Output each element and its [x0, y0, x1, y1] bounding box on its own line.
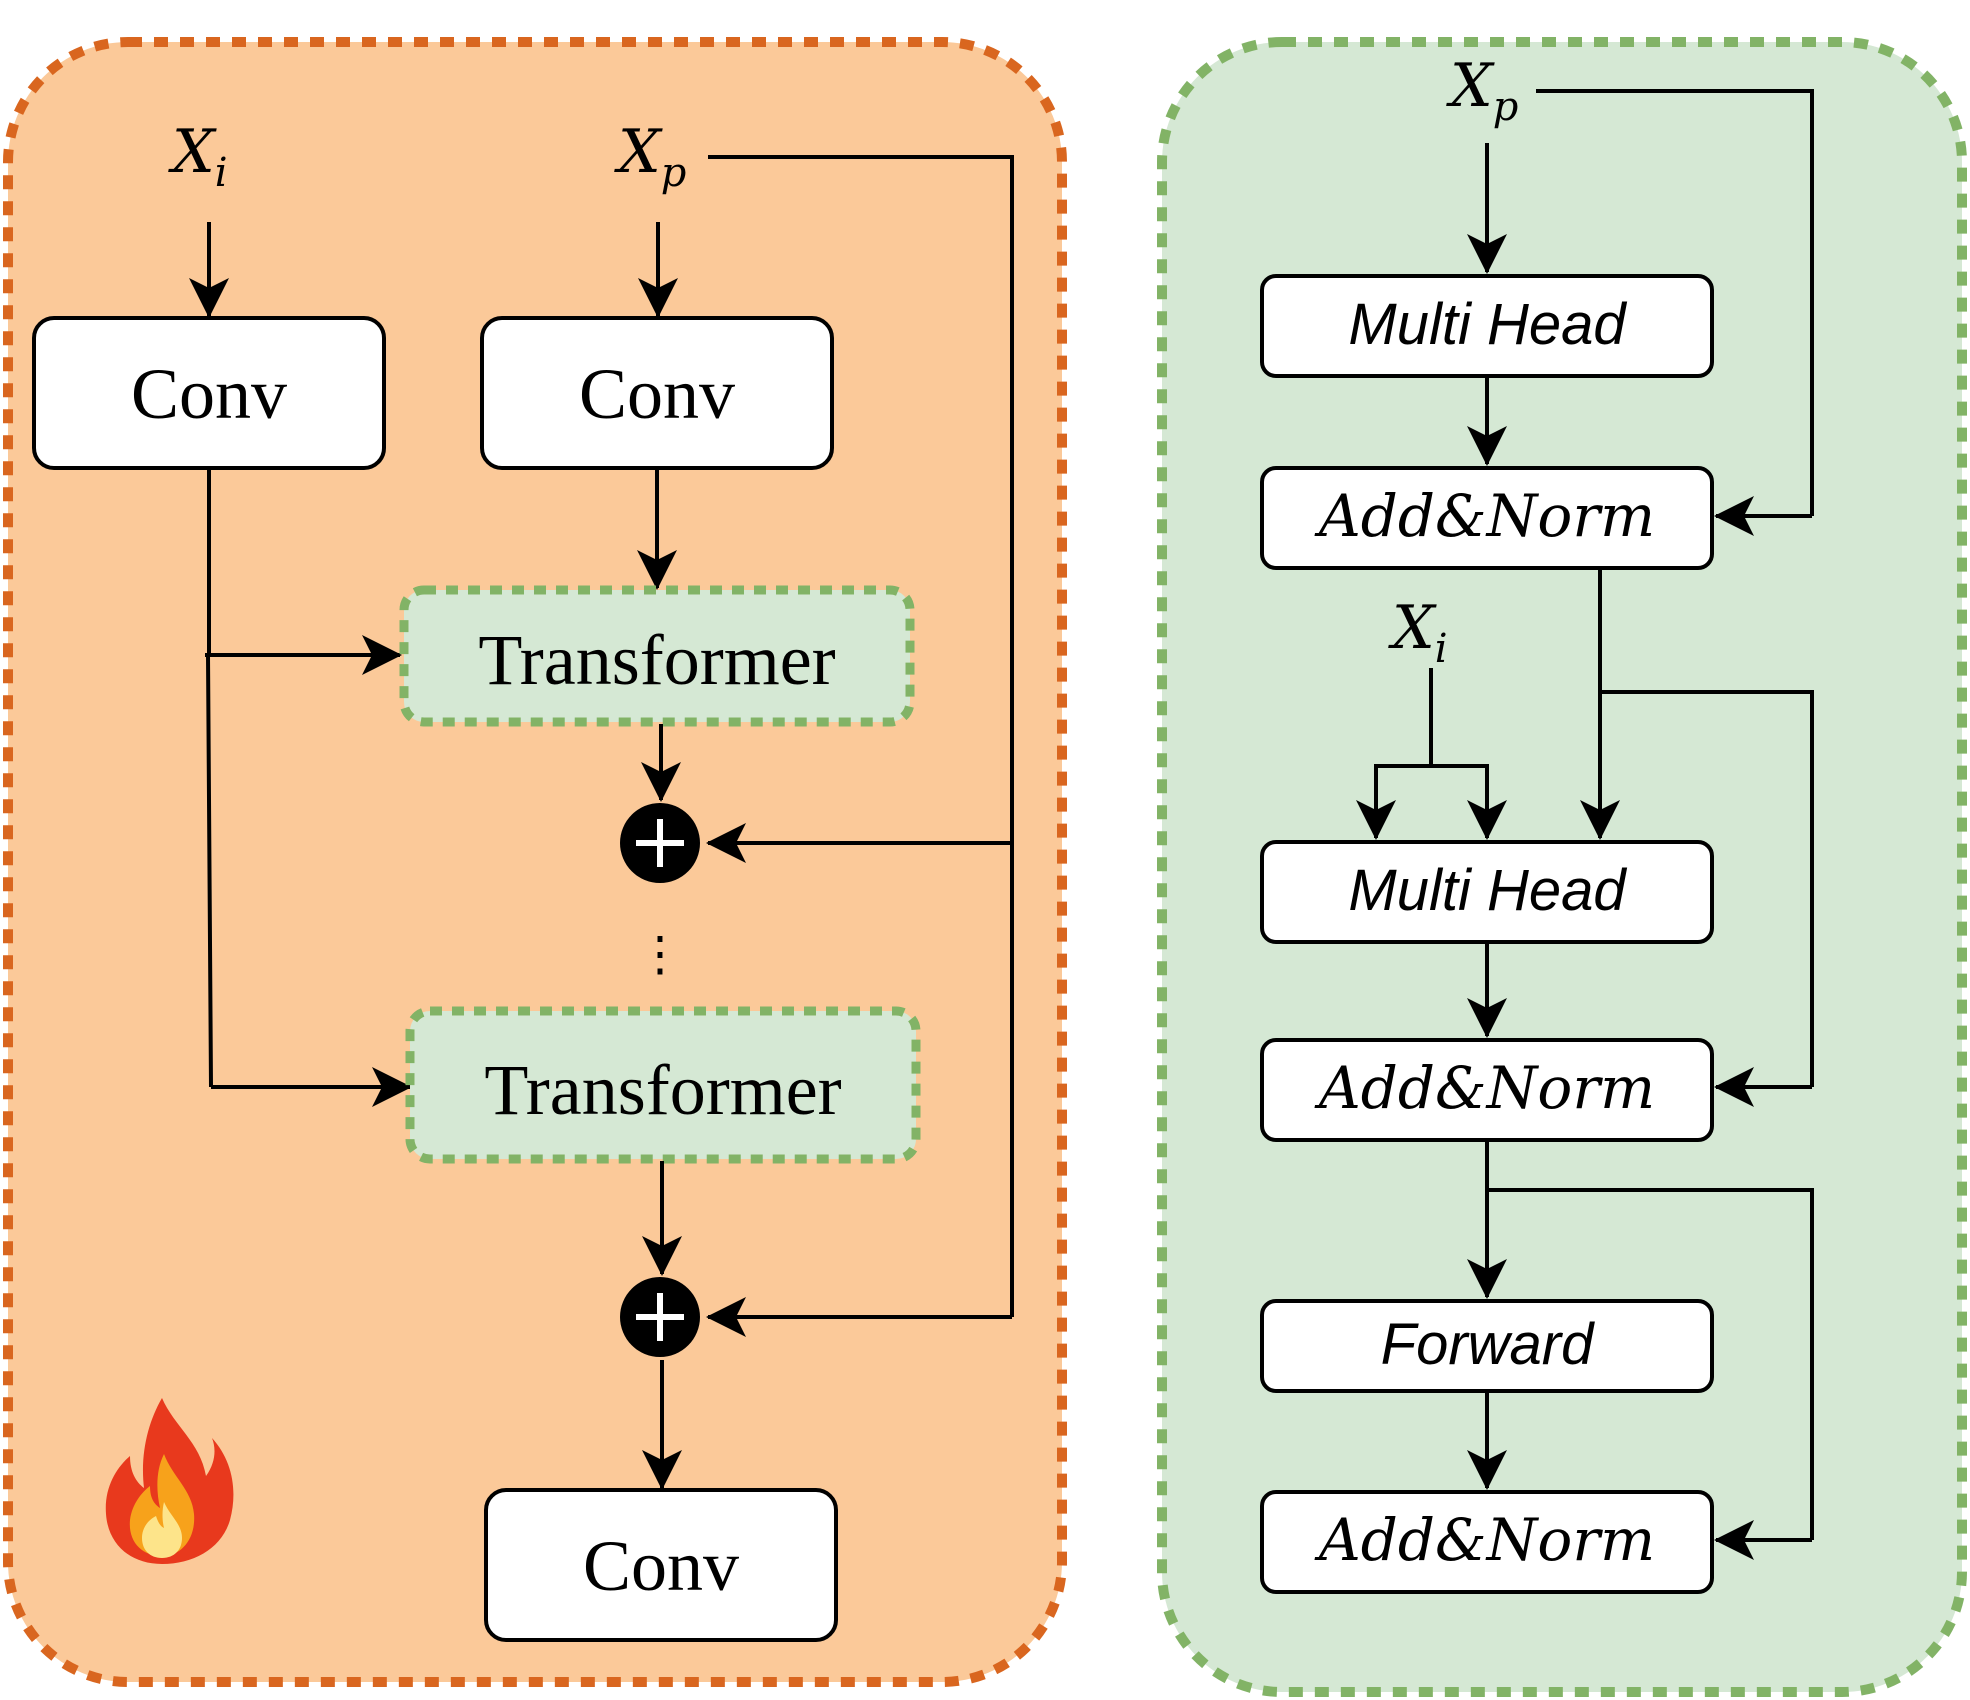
- add-norm-label-1: Add&Norm: [1314, 482, 1655, 550]
- conv-label-bottom: Conv: [583, 1526, 739, 1606]
- add-norm-label-3: Add&Norm: [1314, 1506, 1655, 1574]
- conv-label-left: Conv: [131, 354, 287, 434]
- conv-box-right: [480, 316, 834, 470]
- residual-line-3: [1487, 1188, 1814, 1540]
- multi-head-box-2: [1260, 840, 1714, 944]
- xp-residual-line: [1536, 89, 1814, 516]
- xi-branch-line: [205, 470, 213, 1088]
- forward-box: [1260, 1299, 1714, 1393]
- right-input-xi: Xi: [1388, 593, 1448, 672]
- transformer-box-1: [399, 585, 915, 727]
- transformer-label-2: Transformer: [484, 1050, 841, 1130]
- transformer-box-2: [405, 1006, 921, 1164]
- transformer-label-1: Transformer: [478, 620, 835, 700]
- add-norm-label-2: Add&Norm: [1314, 1054, 1655, 1122]
- add-norm-box-1: [1260, 466, 1714, 570]
- residual-line-2: [1600, 690, 1814, 1087]
- left-input-xp: Xp: [614, 117, 686, 196]
- add-norm-box-2: [1260, 1038, 1714, 1142]
- forward-label: Forward: [1381, 1312, 1595, 1377]
- fire-icon: [105, 1398, 234, 1564]
- conv-box-bottom: [484, 1488, 838, 1642]
- left-input-xi: Xi: [168, 117, 228, 196]
- add-norm-box-3: [1260, 1490, 1714, 1594]
- multi-head-label-2: Multi Head: [1348, 858, 1627, 923]
- multi-head-label-1: Multi Head: [1348, 292, 1627, 357]
- conv-label-right: Conv: [579, 354, 735, 434]
- xp-skip-line: [708, 155, 1014, 1317]
- ellipsis: ⋮: [636, 928, 684, 981]
- right-input-xp: Xp: [1446, 51, 1518, 130]
- conv-box-left: [32, 316, 386, 470]
- multi-head-box-1: [1260, 274, 1714, 378]
